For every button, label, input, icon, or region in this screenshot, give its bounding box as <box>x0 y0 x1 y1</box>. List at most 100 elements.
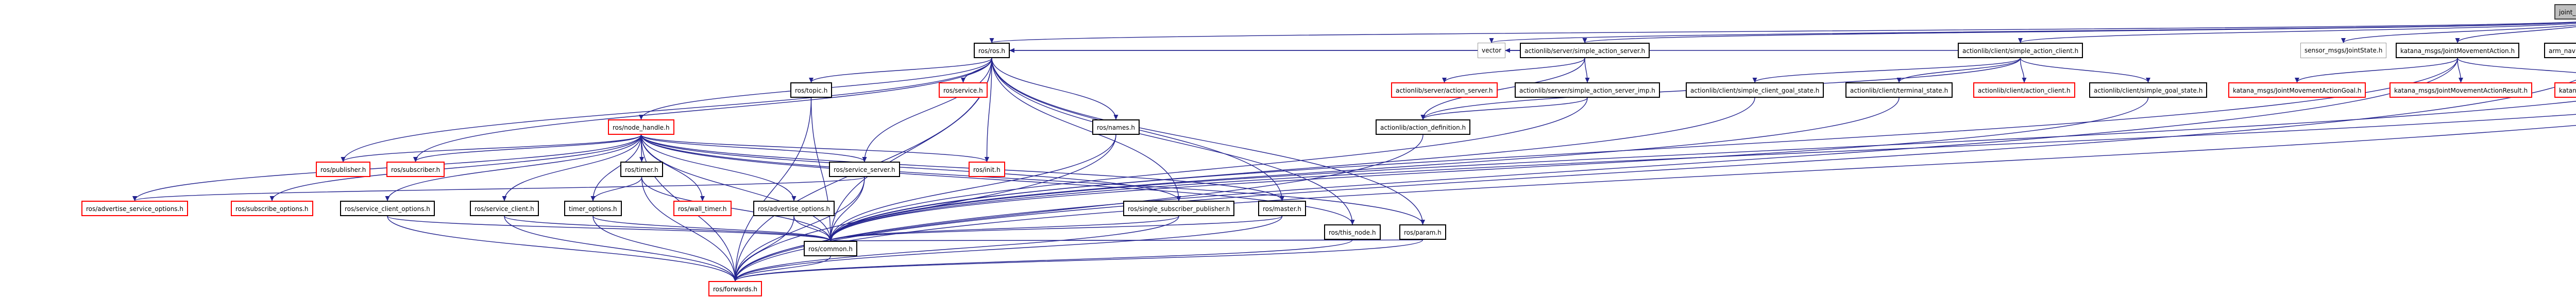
graph-node-subo[interactable]: ros/subscribe_options.h <box>231 201 313 216</box>
edge-root-jointstate <box>2341 24 2576 43</box>
edge-node_handle-common <box>640 134 833 241</box>
edge-node_handle-aopts <box>640 134 796 201</box>
edge-sco-common <box>387 216 833 241</box>
graph-node-common[interactable]: ros/common.h <box>804 241 857 256</box>
edge-sas-sas_imp <box>1584 58 1590 83</box>
edge-jtcs-common <box>828 114 2576 241</box>
edge-aopts-forwards <box>733 216 794 282</box>
graph-node-aopts[interactable]: ros/advertise_options.h <box>753 201 835 216</box>
edge-ros_ros-publisher <box>341 58 992 162</box>
graph-node-vector[interactable]: vector <box>1478 43 1506 58</box>
graph-node-forwards[interactable]: ros/forwards.h <box>708 281 762 296</box>
edge-param-common <box>830 236 1423 241</box>
graph-node-sco[interactable]: ros/service_client_options.h <box>340 201 435 216</box>
graph-node-sas[interactable]: actionlib/server/simple_action_server.h <box>1520 43 1650 58</box>
edge-ssp-common <box>828 216 1179 241</box>
edge-sac-terminal <box>1896 58 2021 83</box>
graph-node-sgs[interactable]: actionlib/client/simple_goal_state.h <box>2089 82 2208 98</box>
edge-node_handle-subscriber <box>413 134 642 162</box>
graph-node-jointstate[interactable]: sensor_msgs/JointState.h <box>2300 43 2387 58</box>
graph-node-init[interactable]: ros/init.h <box>969 162 1005 177</box>
graph-node-names[interactable]: ros/names.h <box>1092 119 1140 135</box>
edge-sas-action_server <box>1442 58 1585 83</box>
edge-root-sac <box>2018 23 2576 43</box>
graph-node-jl[interactable]: arm_navigation_msgs/JointLimits.h <box>2544 43 2576 58</box>
graph-node-subscriber[interactable]: ros/subscriber.h <box>386 162 445 177</box>
edge-node_handle-this_node <box>640 134 1355 225</box>
edge-ros_ros-subscriber <box>413 58 992 162</box>
edge-root-ros_ros <box>990 21 2576 43</box>
edge-node_handle-subo <box>269 134 642 201</box>
edge-service_server-aso <box>132 177 865 201</box>
graph-node-kmar[interactable]: katana_msgs/JointMovementActionResult.h <box>2389 82 2533 98</box>
edge-sgs-common <box>828 97 2149 241</box>
graph-node-service_server[interactable]: ros/service_server.h <box>829 162 900 177</box>
edge-node_handle-topts <box>590 134 642 201</box>
edge-sas-action_def <box>1420 58 1585 120</box>
edge-ros_ros-this_node <box>991 58 1355 225</box>
edge-timer-topts <box>590 177 642 201</box>
edge-names-common <box>828 134 1116 241</box>
edge-kma-kmar <box>2457 58 2463 83</box>
graph-node-terminal[interactable]: actionlib/client/terminal_state.h <box>1845 82 1953 98</box>
edge-timer-common <box>641 177 833 241</box>
graph-node-node_handle[interactable]: ros/node_handle.h <box>608 119 674 135</box>
edge-scgs-common <box>828 97 1755 241</box>
graph-node-action_client[interactable]: actionlib/client/action_client.h <box>1973 82 2075 98</box>
graph-node-action_def[interactable]: actionlib/action_definition.h <box>1376 119 1471 135</box>
edge-master-common <box>828 216 1283 241</box>
graph-node-action_server[interactable]: actionlib/server/action_server.h <box>1391 82 1498 98</box>
graph-node-kmag[interactable]: katana_msgs/JointMovementActionGoal.h <box>2228 82 2366 98</box>
edge-sas_imp-action_def <box>1420 97 1588 120</box>
edge-master-forwards <box>733 216 1283 282</box>
edge-node_handle-sco <box>385 134 642 201</box>
graph-node-topts[interactable]: timer_options.h <box>564 201 622 216</box>
edge-topic-forwards <box>733 97 812 282</box>
graph-node-service[interactable]: ros/service.h <box>939 82 988 98</box>
graph-node-sclient[interactable]: ros/service_client.h <box>470 201 539 216</box>
edge-terminal-common <box>828 97 1900 241</box>
edge-node_handle-param <box>640 134 1425 225</box>
edge-node_handle-publisher <box>341 134 642 162</box>
edge-service_server-forwards <box>733 177 865 282</box>
edge-ssp-forwards <box>733 216 1179 282</box>
edge-this_node-forwards <box>733 239 1353 282</box>
edge-sas_imp-common <box>828 97 1588 241</box>
edge-service_server-common <box>828 177 865 241</box>
edge-ros_ros-service_server <box>862 58 992 162</box>
edge-ros_ros-ssp <box>991 58 1181 201</box>
graph-node-aso[interactable]: ros/advertise_service_options.h <box>81 201 188 216</box>
edge-root-kma <box>2455 26 2576 43</box>
edge-ros_ros-init <box>985 58 992 162</box>
graph-node-ros_ros[interactable]: ros/ros.h <box>974 43 1010 58</box>
graph-node-this_node[interactable]: ros/this_node.h <box>1324 224 1381 240</box>
graph-node-wall_timer[interactable]: ros/wall_timer.h <box>673 201 732 216</box>
edge-sac-scgs <box>1752 58 2021 83</box>
edge-node_handle-init <box>640 134 989 162</box>
graph-node-sac[interactable]: actionlib/client/simple_action_client.h <box>1958 43 2083 58</box>
edge-ros_ros-topic <box>809 58 992 83</box>
edge-topts-common <box>592 216 833 241</box>
edge-root-vector <box>1489 22 2576 43</box>
graph-node-sas_imp[interactable]: actionlib/server/simple_action_server_im… <box>1515 82 1660 98</box>
edge-sac-action_client <box>2020 58 2027 83</box>
graph-node-master[interactable]: ros/master.h <box>1258 201 1306 216</box>
edge-sac-sgs <box>2020 58 2150 83</box>
graph-node-topic[interactable]: ros/topic.h <box>790 82 833 98</box>
edge-sco-forwards <box>387 216 738 282</box>
edge-sclient-forwards <box>504 216 738 282</box>
edge-sclient-common <box>504 216 833 241</box>
graph-node-kma[interactable]: katana_msgs/JointMovementAction.h <box>2396 43 2520 58</box>
graph-node-kmaf[interactable]: katana_msgs/JointMovementActionFeedback.… <box>2554 82 2576 98</box>
graph-node-scgs[interactable]: actionlib/client/simple_client_goal_stat… <box>1686 82 1824 98</box>
graph-node-timer[interactable]: ros/timer.h <box>620 162 663 177</box>
edge-param-forwards <box>733 239 1423 282</box>
edge-kma-kmag <box>2295 58 2458 83</box>
graph-node-param[interactable]: ros/param.h <box>1399 224 1446 240</box>
graph-node-ssp[interactable]: ros/single_subscriber_publisher.h <box>1123 201 1235 216</box>
edge-action_def-forwards <box>733 134 1423 282</box>
edge-jtcs-forwards <box>733 125 2576 282</box>
graph-node-publisher[interactable]: ros/publisher.h <box>316 162 371 177</box>
edge-node_handle-service_server <box>640 134 867 162</box>
